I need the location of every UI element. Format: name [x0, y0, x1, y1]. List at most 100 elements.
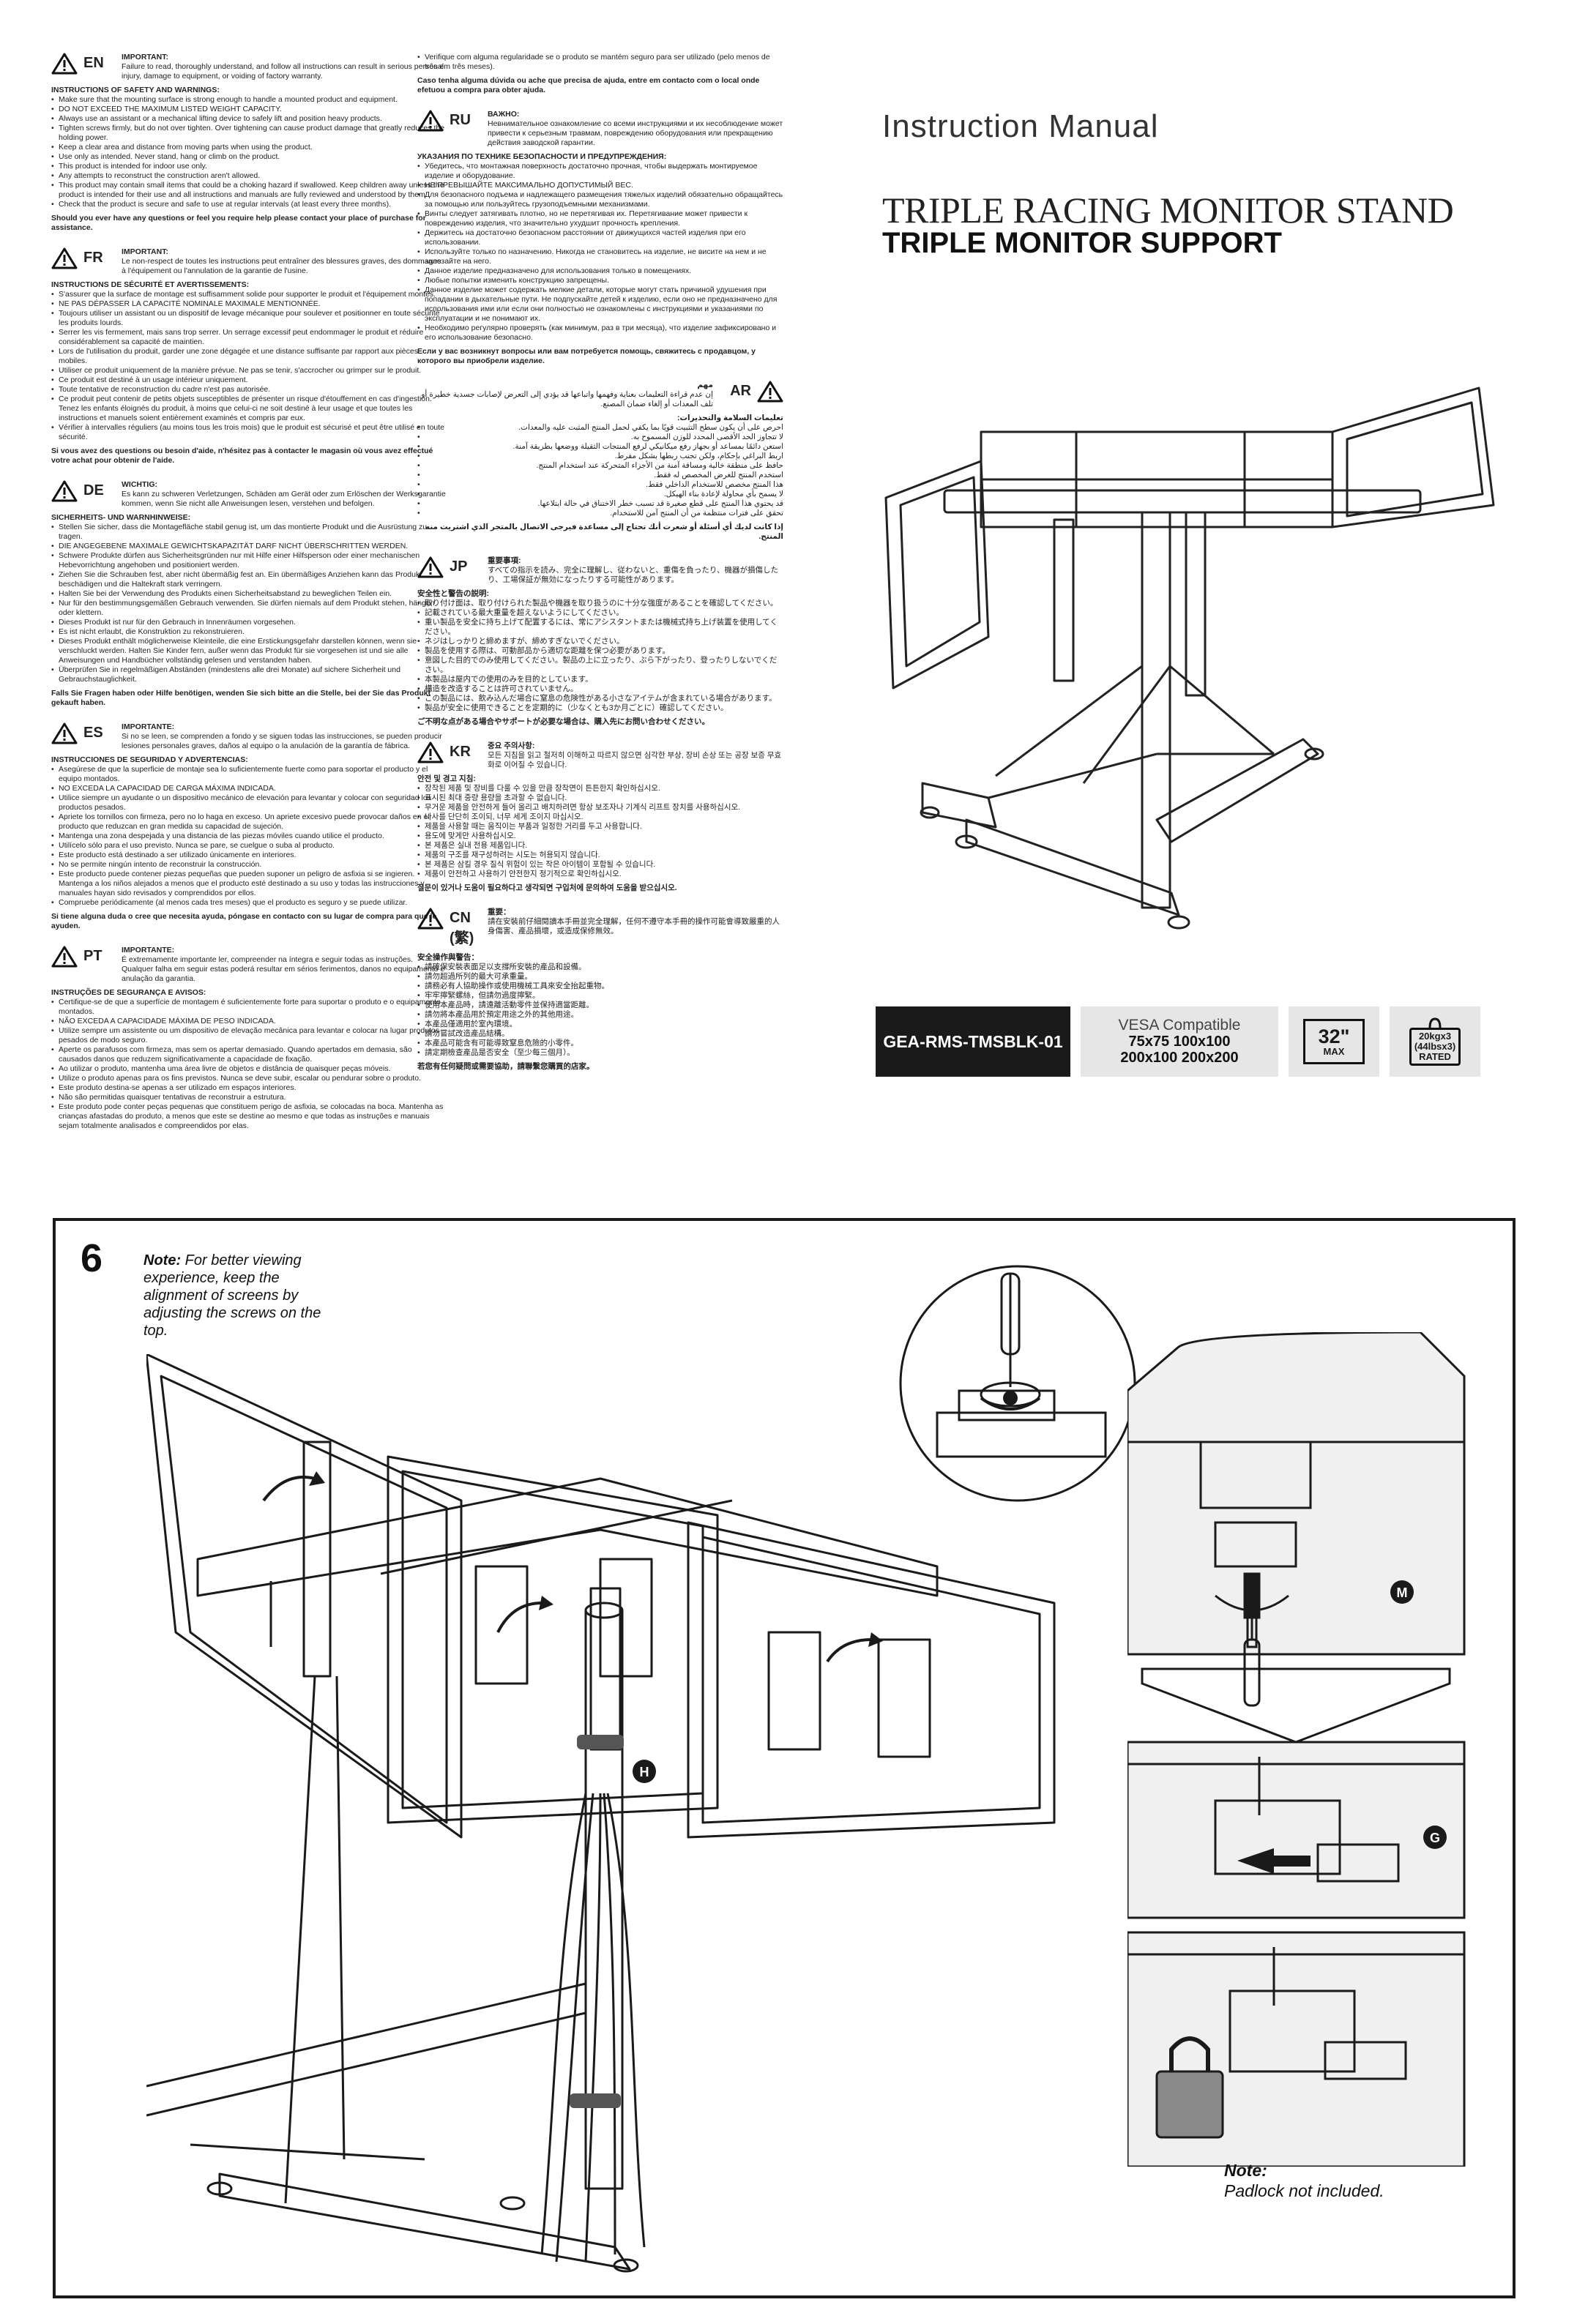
- safety-item: Dieses Produkt enthält möglicherweise Kl…: [51, 637, 447, 665]
- warning-icon: [51, 480, 78, 502]
- safety-intro: 重要事項: すべての指示を読み、完全に理解し、従わないと、重傷を負ったり、機器が…: [488, 556, 783, 585]
- part-h-marker: H: [640, 1765, 649, 1779]
- safety-item: 請確保安裝表面足以支撐所安裝的產品和設備。: [417, 963, 783, 972]
- step-number: 6: [81, 1236, 103, 1280]
- safety-item: NO EXCEDA LA CAPACIDAD DE CARGA MÁXIMA I…: [51, 784, 447, 793]
- safety-item: Ce produit est destiné à un usage intéri…: [51, 375, 447, 385]
- warning-icon: [51, 53, 78, 75]
- safety-item: 構造を改造することは許可されていません。: [417, 684, 783, 694]
- safety-intro: 중요 주의사항: 모든 지침을 읽고 철저히 이해하고 따르지 않으면 심각한 …: [488, 741, 783, 770]
- safety-item: Make sure that the mounting surface is s…: [51, 95, 447, 105]
- warning-icon: [417, 741, 444, 763]
- product-title: TRIPLE RACING MONITOR STAND: [882, 190, 1454, 231]
- safety-closing: إذا كانت لديك أي أسئلة أو شعرت أنك تحتاج…: [425, 523, 783, 541]
- safety-item: 本產品可能含有可能導致窒息危險的小零件。: [417, 1039, 783, 1048]
- slide-arrow-icon: [1237, 1848, 1274, 1874]
- step-illustration: H: [146, 1354, 1056, 2273]
- safety-item: هذا المنتج مخصص للاستخدام الداخلي فقط.: [417, 480, 783, 490]
- safety-list: احرص على أن يكون سطح التثبيت قويًا بما ي…: [417, 423, 783, 518]
- safety-item: DIE ANGEGEBENE MAXIMALE GEWICHTSKAPAZITÄ…: [51, 542, 447, 551]
- safety-header: AR مهم إن عدم قراءة التعليمات بعناية وفه…: [417, 381, 783, 409]
- safety-heading: 重要事項:: [488, 556, 521, 565]
- safety-heading: 重要：: [488, 908, 511, 916]
- safety-item: 請勿嘗試改造產品結構。: [417, 1029, 783, 1039]
- safety-item: استخدم المنتج للغرض المخصص له فقط.: [417, 471, 783, 480]
- safety-item: Utilice siempre un ayudante o un disposi…: [51, 793, 447, 812]
- safety-header: KR 중요 주의사항: 모든 지침을 읽고 철저히 이해하고 따르지 않으면 심…: [417, 741, 783, 770]
- safety-header: FR IMPORTANT: Le non-respect de toutes l…: [51, 247, 447, 276]
- clamp-detail-panels: M G: [1127, 1332, 1466, 2167]
- safety-section-de: DE WICHTIG: Es kann zu schweren Verletzu…: [51, 480, 447, 708]
- safety-list: Certifique-se de que a superfície de mon…: [51, 998, 447, 1131]
- safety-intro-text: Le non-respect de toutes les instruction…: [122, 257, 441, 275]
- safety-item: Данное изделие предназначено для использ…: [417, 266, 783, 276]
- safety-item: Dieses Produkt ist nur für den Gebrauch …: [51, 618, 447, 627]
- language-code: RU: [450, 112, 471, 128]
- screwdriver-icon: [1000, 1272, 1021, 1356]
- safety-list: 取り付け面は、取り付けられた製品や機器を取り扱うのに十分な強度があることを確認し…: [417, 599, 783, 713]
- safety-item: 請勿超過所列的最大可承重量。: [417, 972, 783, 982]
- safety-closing: Если у вас возникнут вопросы или вам пот…: [417, 347, 756, 365]
- safety-item: Винты следует затягивать плотно, но не п…: [417, 209, 783, 228]
- safety-item: لا تتجاوز الحد الأقصى المحدد للوزن المسم…: [417, 433, 783, 442]
- safety-item: 重い製品を安全に持ち上げて配置するには、常にアシスタントまたは機械式持ち上げ装置…: [417, 618, 783, 637]
- warning-icon: [51, 722, 78, 744]
- safety-list: Stellen Sie sicher, dass die Montagefläc…: [51, 523, 447, 684]
- safety-item: 意図した目的でのみ使用してください。製品の上に立ったり、ぶら下がったり、登ったり…: [417, 656, 783, 675]
- safety-item: Este producto está destinado a ser utili…: [51, 851, 447, 860]
- warning-icon: [51, 946, 78, 968]
- safety-header: DE WICHTIG: Es kann zu schweren Verletzu…: [51, 480, 447, 509]
- weight-icon: 20kgx3 (44lbsx3) RATED: [1409, 1017, 1461, 1066]
- model-number: GEA-RMS-TMSBLK-01: [876, 1006, 1070, 1077]
- weight-line-1: 20kgx3: [1418, 1031, 1452, 1042]
- padlock-note-text: Padlock not included.: [1224, 2181, 1384, 2200]
- safety-closing: Si tiene alguna duda o cree que necesita…: [51, 912, 437, 930]
- safety-item: Utilícelo sólo para el uso previsto. Nun…: [51, 841, 447, 851]
- safety-subheading: SICHERHEITS- UND WARNHINWEISE:: [51, 513, 191, 522]
- part-h-marker-circle: [633, 1760, 656, 1783]
- safety-item: この製品には、飲み込んだ場合に窒息の危険性がある小さなアイテムが含まれている場合…: [417, 694, 783, 703]
- vesa-sizes-line2: 200x100 200x200: [1120, 1050, 1239, 1066]
- safety-intro-text: Es kann zu schweren Verletzungen, Schäde…: [122, 490, 446, 508]
- safety-item: 本製品は屋内での使用のみを目的としています。: [417, 675, 783, 684]
- padlock-icon: [1155, 2036, 1224, 2139]
- safety-heading: IMPORTANTE:: [122, 946, 175, 954]
- part-g-marker: G: [1430, 1831, 1440, 1845]
- safety-item: 제품을 사용할 때는 움직이는 부품과 일정한 거리를 두고 사용합니다.: [417, 822, 783, 832]
- safety-closing: 질문이 있거나 도움이 필요하다고 생각되면 구입처에 문의하여 도움을 받으십…: [417, 883, 677, 892]
- safety-header: CN (繁) 重要： 請在安裝前仔細閱讀本手冊並完全理解，任何不遵守本手冊的操作…: [417, 908, 783, 949]
- safety-item: Для безопасного подъема и надлежащего ра…: [417, 190, 783, 209]
- safety-item: Este producto puede contener piezas pequ…: [51, 870, 447, 898]
- safety-intro: IMPORTANT: Le non-respect de toutes les …: [122, 247, 447, 276]
- safety-item: 무거운 제품을 안전하게 들어 올리고 배치하려면 항상 보조자나 기계식 리프…: [417, 803, 783, 812]
- safety-header: EN IMPORTANT: Failure to read, thoroughl…: [51, 53, 447, 81]
- detail-screwdriver-icon: [1243, 1638, 1261, 1707]
- safety-item: S'assurer que la surface de montage est …: [51, 290, 447, 299]
- safety-section-pt: PT IMPORTANTE: É extremamente importante…: [51, 946, 447, 1131]
- weight-handle-icon: [1428, 1017, 1442, 1028]
- weight-line-3: RATED: [1419, 1051, 1451, 1062]
- safety-item: Überprüfen Sie in regelmäßigen Abständen…: [51, 665, 447, 684]
- language-code: FR: [83, 250, 103, 266]
- safety-intro-text: Si no se leen, se comprenden a fondo y s…: [122, 732, 442, 750]
- warning-icon: [417, 110, 444, 132]
- safety-item: Держитесь на достаточно безопасном расст…: [417, 228, 783, 247]
- safety-intro: مهم إن عدم قراءة التعليمات بعناية وفهمها…: [417, 381, 713, 409]
- screw-detail-callout: [899, 1265, 1136, 1502]
- vesa-sizes-line1: 75x75 100x100: [1128, 1034, 1231, 1050]
- safety-item: 製品が安全に使用できることを定期的に（少なくとも3か月ごとに）確認してください。: [417, 703, 783, 713]
- safety-item: Always use an assistant or a mechanical …: [51, 114, 447, 124]
- safety-item: Serrer les vis fermement, mais sans trop…: [51, 328, 447, 347]
- step-panel: [53, 1218, 1516, 2298]
- safety-item: 本產品僅適用於室內環境。: [417, 1020, 783, 1029]
- safety-intro-text: すべての指示を読み、完全に理解し、従わないと、重傷を負ったり、機器が損傷したり、…: [488, 566, 779, 584]
- safety-item: Utilize sempre um assistente ou um dispo…: [51, 1026, 447, 1045]
- safety-subheading: INSTRUÇÕES DE SEGURANÇA E AVISOS:: [51, 988, 206, 997]
- safety-intro-text: É extremamente importante ler, compreend…: [122, 955, 445, 983]
- safety-item: Ziehen Sie die Schrauben fest, aber nich…: [51, 570, 447, 589]
- max-size-label: MAX: [1323, 1045, 1345, 1057]
- safety-item: Необходимо регулярно проверять (как мини…: [417, 324, 783, 343]
- max-screen-size: 32" MAX: [1289, 1006, 1379, 1077]
- step-note-text: For better viewing experience, keep the …: [143, 1252, 321, 1339]
- safety-item: Используйте только по назначению. Никогд…: [417, 247, 783, 266]
